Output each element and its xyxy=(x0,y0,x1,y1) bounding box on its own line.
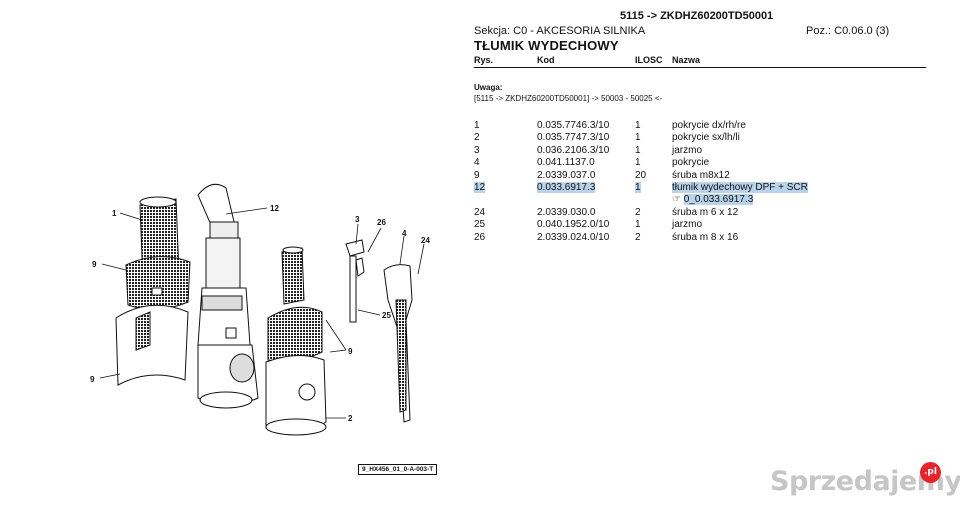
cell-ilosc: 20 xyxy=(635,169,647,181)
cell-ilosc: 1 xyxy=(635,144,641,156)
cell-nazwa: tłumik wydechowy DPF + SCR xyxy=(672,181,808,193)
cell-ilosc: 1 xyxy=(635,157,641,169)
cell-rys: 26 xyxy=(474,231,486,243)
table-header: Rys. Kod ILOSC Nazwa xyxy=(474,54,926,68)
cell-ilosc: 1 xyxy=(635,120,641,131)
callout-9c: 9 xyxy=(348,347,353,356)
callout-25: 25 xyxy=(382,311,391,320)
muffler-part-12 xyxy=(197,183,259,409)
cell-rys: 25 xyxy=(474,219,486,231)
cell-kod: 0.041.1137.0 xyxy=(537,157,595,169)
cover-part-2 xyxy=(265,246,327,436)
cell-nazwa: jarzmo xyxy=(672,144,703,156)
col-ilosc: ILOSC xyxy=(635,55,663,65)
cell-rys: 2 xyxy=(474,132,480,144)
table-row[interactable]: 26 2.0339.024.0/10 2 śruba m 8 x 16 xyxy=(474,232,934,244)
pointing-hand-icon: ☞ xyxy=(672,194,684,206)
sub-reference: ☞ 0_0.033.6917.3 xyxy=(672,194,754,206)
table-row[interactable]: 12 0.033.6917.3 1 tłumik wydechowy DPF + SC… xyxy=(474,181,934,194)
callout-12: 12 xyxy=(270,204,279,213)
cell-nazwa: śruba m 8 x 16 xyxy=(672,231,739,243)
col-kod: Kod xyxy=(537,55,555,65)
position-label: Poz.: C0.06.0 (3) xyxy=(806,25,890,37)
part-title: TŁUMIK WYDECHOWY xyxy=(474,38,619,53)
note-path: [5115 -> ZKDHZ60200TD50001] -> 50003 - 5… xyxy=(474,94,663,103)
cell-nazwa: śruba m 6 x 12 xyxy=(672,206,739,218)
callout-9b: 9 xyxy=(90,375,95,384)
col-rys: Rys. xyxy=(474,55,494,65)
table-row[interactable]: 1 0.035.7746.3/10 1 pokrycie dx/rh/re xyxy=(474,120,934,132)
callout-24: 24 xyxy=(421,236,430,245)
cell-rys: 4 xyxy=(474,157,480,169)
cell-kod: 0.033.6917.3 xyxy=(537,181,596,193)
cell-ilosc: 2 xyxy=(635,206,641,218)
table-row[interactable]: 24 2.0339.030.0 2 śruba m 6 x 12 xyxy=(474,207,934,219)
col-nazwa: Nazwa xyxy=(672,55,701,65)
cover-part-1 xyxy=(115,196,191,386)
sub-reference-row[interactable]: ☞ 0_0.033.6917.3 xyxy=(474,194,934,206)
cell-nazwa: śruba m8x12 xyxy=(672,169,730,181)
diagram-code: 9_HX456_01_0-A-003-T xyxy=(358,464,438,475)
cell-kod: 0.036.2106.3/10 xyxy=(537,144,610,156)
cell-kod: 0.035.7747.3/10 xyxy=(537,132,610,144)
cell-kod: 2.0339.037.0 xyxy=(537,169,596,181)
cell-kod: 2.0339.030.0 xyxy=(537,206,596,218)
table-row[interactable]: 25 0.040.1952.0/10 1 jarzmo xyxy=(474,219,934,231)
callout-26: 26 xyxy=(377,218,386,227)
cell-rys: 12 xyxy=(474,181,486,193)
cell-rys: 3 xyxy=(474,144,480,156)
callout-leaders xyxy=(99,207,425,419)
exploded-parts-diagram: 1 9 9 12 3 26 4 24 25 9 2 xyxy=(90,183,430,436)
cell-ilosc: 1 xyxy=(635,219,641,231)
cell-rys: 24 xyxy=(474,206,486,218)
cell-nazwa: pokrycie sx/lh/li xyxy=(672,132,740,144)
callout-2: 2 xyxy=(348,414,353,423)
shield-part-4 xyxy=(383,264,413,423)
cell-nazwa: jarzmo xyxy=(672,219,703,231)
table-row[interactable]: 2 0.035.7747.3/10 1 pokrycie sx/lh/li xyxy=(474,132,934,144)
cell-nazwa: pokrycie xyxy=(672,157,710,169)
parts-list: 1 0.035.7746.3/10 1 pokrycie dx/rh/re 2 0.035… xyxy=(474,120,934,244)
sub-reference-link[interactable]: 0_0.033.6917.3 xyxy=(683,194,754,206)
cell-kod: 2.0339.024.0/10 xyxy=(537,231,610,243)
table-row[interactable]: 4 0.041.1137.0 1 pokrycie xyxy=(474,157,934,169)
callout-3: 3 xyxy=(355,215,360,224)
callout-9a: 9 xyxy=(92,260,97,269)
table-row[interactable]: 3 0.036.2106.3/10 1 jarzmo xyxy=(474,145,934,157)
cell-rys: 9 xyxy=(474,169,480,181)
cell-nazwa: pokrycie dx/rh/re xyxy=(672,120,746,131)
cell-kod: 0.040.1952.0/10 xyxy=(537,219,610,231)
callout-4: 4 xyxy=(402,229,407,238)
table-row[interactable]: 9 2.0339.037.0 20 śruba m8x12 xyxy=(474,170,934,182)
page-title: 5115 -> ZKDHZ60200TD50001 xyxy=(620,10,774,22)
bracket-part-3-25 xyxy=(345,239,365,323)
cell-ilosc: 2 xyxy=(635,231,641,243)
cell-kod: 0.035.7746.3/10 xyxy=(537,120,610,131)
cell-ilosc: 1 xyxy=(635,132,641,144)
note-title: Uwaga: xyxy=(474,83,503,92)
cell-ilosc: 1 xyxy=(635,181,641,193)
cell-rys: 1 xyxy=(474,120,480,131)
callout-1: 1 xyxy=(112,209,117,218)
callout-numbers: 1 9 9 12 3 26 4 24 25 9 2 xyxy=(90,204,430,423)
watermark-badge: .pl xyxy=(920,462,941,483)
section-label: Sekcja: C0 - AKCESORIA SILNIKA xyxy=(474,25,646,37)
